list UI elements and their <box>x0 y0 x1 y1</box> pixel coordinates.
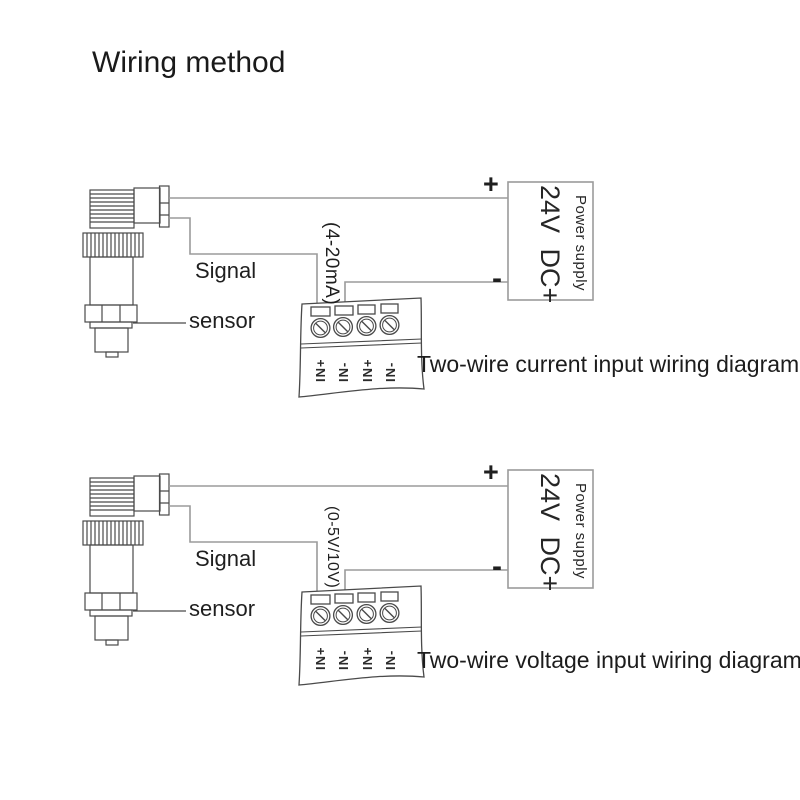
diagram-two-wire-current: Signal sensor (4-20mA) + - 24V DC+ Power… <box>0 169 800 410</box>
terminal-label-in-plus-1: IN+ <box>313 358 328 382</box>
signal-label: Signal <box>195 546 257 571</box>
signal-label: Signal <box>195 258 257 283</box>
terminal-block-drawing <box>298 585 425 686</box>
plug <box>158 185 170 228</box>
terminal-wire-entries <box>310 591 399 605</box>
terminal-block-drawing <box>298 297 425 398</box>
connector-ribs <box>90 481 134 511</box>
terminal-block-outline <box>298 297 425 398</box>
power-supply-plus-terminal: + <box>483 457 499 487</box>
wires <box>169 485 508 595</box>
sensor-drawing <box>82 185 170 358</box>
connector-ribs <box>90 193 134 223</box>
terminal-label-in-minus-1: IN- <box>336 361 351 382</box>
terminal-label-in-minus-2: IN- <box>383 361 398 382</box>
voltage-range-label: (0-5V/10V) <box>324 506 341 589</box>
terminal-block-outline <box>298 585 425 686</box>
terminal-label-in-plus-1: IN+ <box>313 646 328 670</box>
plug <box>158 473 170 516</box>
power-supply-name-label: Power supply <box>572 483 589 580</box>
power-supply-box <box>507 469 594 589</box>
signal-output-wire <box>169 505 318 595</box>
terminal-label-in-plus-2: IN+ <box>360 358 375 382</box>
terminal-label-in-plus-2: IN+ <box>360 646 375 670</box>
terminal-screws <box>310 314 400 339</box>
sensor-label: sensor <box>189 596 256 621</box>
power-supply-voltage-label: 24V DC+ <box>535 185 565 304</box>
power-supply-name-label: Power supply <box>572 195 589 292</box>
hex-nut <box>84 304 138 323</box>
ribbed-nut <box>82 232 144 258</box>
power-supply-box <box>507 181 594 301</box>
sensor-drawing <box>82 473 170 646</box>
power-supply-voltage-label: 24V DC+ <box>535 473 565 592</box>
power-supply-plus-terminal: + <box>483 169 499 199</box>
terminal-label-in-minus-1: IN- <box>336 649 351 670</box>
voltage-diagram-line-art <box>82 469 594 686</box>
diagram-caption: Two-wire current input wiring diagram <box>417 351 800 377</box>
page-title: Wiring method <box>92 46 286 79</box>
current-range-label: (4-20mA) <box>321 222 342 306</box>
power-supply-minus-terminal: - <box>492 550 502 583</box>
terminal-label-in-minus-2: IN- <box>383 649 398 670</box>
power-supply-minus-terminal: - <box>492 262 502 295</box>
hex-nut <box>84 592 138 611</box>
sensor-tip <box>94 327 129 353</box>
diagram-two-wire-voltage: Signal sensor (0-5V/10V) + - 24V DC+ Pow… <box>0 457 800 698</box>
sensor-body <box>89 544 134 594</box>
current-diagram-line-art <box>82 181 594 398</box>
sensor-body <box>89 256 134 306</box>
wires <box>169 197 508 307</box>
negative-wire <box>344 569 508 595</box>
ribbed-nut <box>82 520 144 546</box>
terminal-screws <box>310 602 400 627</box>
terminal-wire-entries <box>310 303 399 317</box>
diagram-caption: Two-wire voltage input wiring diagram <box>417 647 800 673</box>
sensor-tip <box>94 615 129 641</box>
negative-wire <box>344 281 508 307</box>
sensor-label: sensor <box>189 308 256 333</box>
signal-output-wire <box>169 217 318 307</box>
